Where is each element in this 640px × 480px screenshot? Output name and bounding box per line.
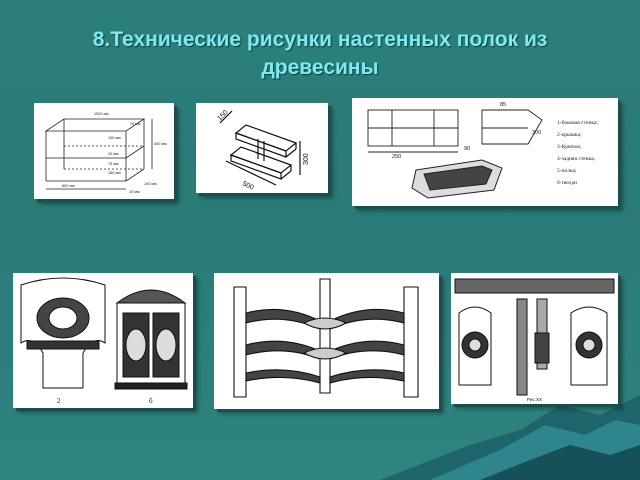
legend-item-2: 2-крышка;	[557, 132, 582, 138]
dim-300: 300	[532, 130, 541, 136]
dim-85: 85	[500, 102, 506, 108]
shelf-dimensions-svg: 1500 мм 19 мм 100 мм 300 мм 20 мм 75 мм …	[44, 112, 167, 194]
shelf-parts-svg: 250 90 85 300 1-боковая стенка; 2-крышка…	[367, 102, 598, 199]
legend-item-3: 3-Крючок;	[557, 144, 582, 150]
panel-carved-panels-columns: Рис.XX	[451, 273, 618, 404]
dim-label-2: 19 мм	[130, 122, 141, 126]
dim-label-4: 300 мм	[154, 142, 167, 146]
panel-corner-shelf	[214, 273, 439, 409]
panel-shelf-dimensions-drawing: 1500 мм 19 мм 100 мм 300 мм 20 мм 75 мм …	[34, 103, 174, 199]
dim-label-6: 75 мм	[108, 162, 119, 166]
dim-90: 90	[464, 146, 470, 152]
dim-label-3: 100 мм	[108, 136, 121, 140]
dim-label-8: 800 мм	[62, 184, 75, 188]
slide-title: 8.Технические рисунки настенных полок из…	[20, 26, 620, 82]
slide-title-line-1: 8.Технические рисунки настенных полок из	[92, 28, 548, 51]
legend-item-6: 6-гвозди	[557, 180, 577, 186]
legend-item-5: 5-полка;	[557, 168, 577, 174]
figure-label-2: 2	[57, 397, 61, 405]
panel-shelf-parts-legend: 250 90 85 300 1-боковая стенка; 2-крышка…	[352, 98, 618, 206]
panel-isometric-shelf: 150 500 300	[196, 103, 328, 193]
dim-label-7: 180 мм	[108, 171, 121, 175]
carved-panels-svg: Рис.XX	[454, 278, 615, 402]
dim-300: 300	[303, 153, 310, 165]
legend-item-1: 1-боковая стенка;	[557, 119, 598, 126]
figure-label-b: б	[149, 397, 153, 405]
panel-carved-shelves: 2 б	[13, 273, 193, 408]
dim-250: 250	[392, 154, 401, 160]
dim-label-5: 20 мм	[108, 152, 119, 156]
dim-label-9: 19 мм	[129, 190, 140, 194]
dim-150: 150	[216, 109, 229, 122]
slide-title-line-2: древесины	[261, 56, 379, 79]
legend-item-4: 4-задняя стенка;	[557, 156, 596, 162]
dim-500: 500	[241, 180, 255, 191]
isometric-shelf-svg: 150 500 300	[216, 109, 310, 192]
dim-label-10: 100 мм	[144, 182, 157, 186]
corner-shelf-svg	[233, 278, 419, 398]
carved-shelves-svg: 2 б	[20, 277, 188, 405]
figure-caption: Рис.XX	[527, 397, 542, 402]
dim-label-1: 1500 мм	[94, 112, 109, 116]
mountain-decoration	[380, 395, 640, 480]
